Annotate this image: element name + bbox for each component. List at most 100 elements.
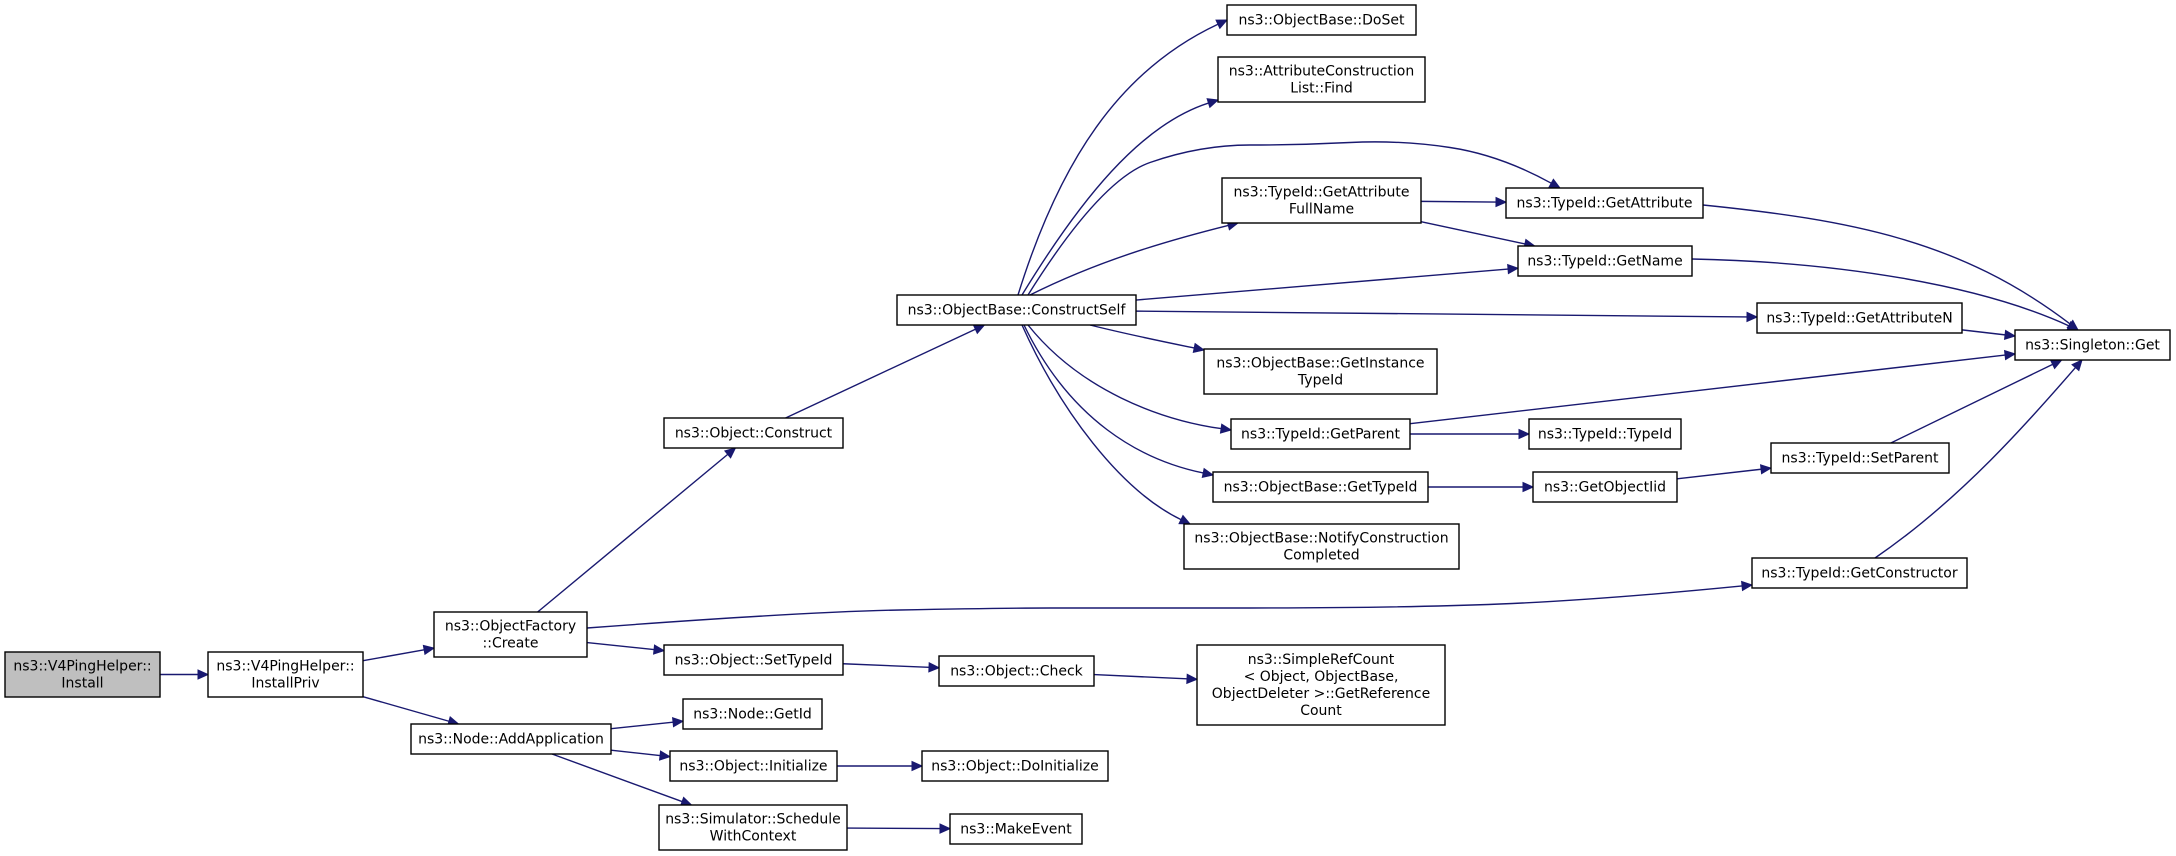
node-label: ns3::TypeId::GetName: [1527, 254, 1682, 270]
node-box-ofcreate[interactable]: [433, 611, 588, 658]
node-doinitialize[interactable]: ns3::Object::DoInitialize: [921, 750, 1109, 782]
node-label: ns3::MakeEvent: [960, 822, 1072, 838]
edge-constructself-to-notify: [1021, 324, 1192, 525]
node-getconstructor[interactable]: ns3::TypeId::GetConstructor: [1751, 557, 1968, 589]
edge-addapp-to-nodegetid: [610, 717, 685, 730]
node-box-doinitialize[interactable]: [921, 750, 1109, 782]
node-label: ns3::V4PingHelper::: [216, 659, 354, 675]
edge-line-constructself-to-gettypeid: [1023, 324, 1204, 474]
edge-getparent-to-singleton: [1409, 349, 2017, 425]
node-getobjectiid[interactable]: ns3::GetObjectIid: [1532, 471, 1678, 503]
edge-line-schedule-to-makeevent: [846, 827, 941, 830]
node-box-getobjectiid[interactable]: [1532, 471, 1678, 503]
node-box-typeidtypeid[interactable]: [1528, 418, 1682, 450]
node-addapp[interactable]: ns3::Node::AddApplication: [410, 723, 612, 755]
edge-line-constructself-to-getattribute: [1027, 141, 1552, 296]
arrowhead-getparent-to-typeidtypeid: [1518, 428, 1531, 440]
node-box-getconstructor[interactable]: [1751, 557, 1968, 589]
arrowhead-addapp-to-nodegetid: [672, 717, 685, 728]
node-box-check[interactable]: [938, 655, 1095, 687]
node-check[interactable]: ns3::Object::Check: [938, 655, 1095, 687]
edge-line-addapp-to-nodegetid: [610, 721, 674, 730]
node-box-makeevent[interactable]: [949, 813, 1083, 845]
node-simpleref[interactable]: ns3::SimpleRefCount< Object, ObjectBase,…: [1196, 644, 1446, 726]
node-box-simpleref[interactable]: [1196, 644, 1446, 726]
edge-settypeid-to-check: [842, 662, 941, 673]
node-box-getattribute[interactable]: [1505, 187, 1704, 219]
node-getattribute[interactable]: ns3::TypeId::GetAttribute: [1505, 187, 1704, 219]
node-box-notify[interactable]: [1183, 523, 1460, 570]
node-getname[interactable]: ns3::TypeId::GetName: [1517, 245, 1693, 277]
node-label: ObjectDeleter >::GetReference: [1212, 686, 1430, 702]
node-typeidtypeid[interactable]: ns3::TypeId::TypeId: [1528, 418, 1682, 450]
node-box-gettypeid[interactable]: [1212, 471, 1429, 503]
node-settypeid[interactable]: ns3::Object::SetTypeId: [663, 644, 844, 676]
node-box-installpriv[interactable]: [207, 651, 364, 698]
node-label: ns3::ObjectBase::NotifyConstruction: [1194, 531, 1448, 547]
node-box-constructself[interactable]: [896, 294, 1137, 326]
node-box-nodegetid[interactable]: [682, 698, 823, 730]
node-label: Count: [1300, 703, 1342, 719]
node-box-getparent[interactable]: [1230, 418, 1411, 450]
node-box-schedule[interactable]: [658, 804, 848, 851]
edge-line-constructself-to-getattrfull: [1029, 224, 1229, 296]
node-box-acfind[interactable]: [1217, 56, 1426, 103]
node-singleton[interactable]: ns3::Singleton::Get: [2014, 329, 2171, 361]
node-makeevent[interactable]: ns3::MakeEvent: [949, 813, 1083, 845]
node-label: ns3::ObjectFactory: [445, 619, 576, 635]
node-gettypeid[interactable]: ns3::ObjectBase::GetTypeId: [1212, 471, 1429, 503]
edge-line-constructself-to-notify: [1021, 324, 1182, 521]
node-construct[interactable]: ns3::Object::Construct: [663, 417, 844, 449]
node-doset[interactable]: ns3::ObjectBase::DoSet: [1226, 4, 1417, 36]
node-install[interactable]: ns3::V4PingHelper::Install: [4, 651, 161, 698]
edge-constructself-to-getparent: [1027, 324, 1233, 434]
arrowhead-constructself-to-gettypeid: [1201, 467, 1215, 479]
node-label: WithContext: [710, 829, 797, 845]
nodes-layer: ns3::V4PingHelper::Install ns3::V4PingHel…: [4, 4, 2171, 851]
edge-line-constructself-to-doset: [1017, 23, 1219, 296]
edge-constructself-to-gettypeid: [1023, 324, 1215, 479]
node-label: ns3::ObjectBase::GetTypeId: [1224, 480, 1418, 496]
node-installpriv[interactable]: ns3::V4PingHelper::InstallPriv: [207, 651, 364, 698]
node-label: ns3::ObjectBase::GetInstance: [1216, 356, 1424, 372]
node-setparent[interactable]: ns3::TypeId::SetParent: [1770, 442, 1950, 474]
arrowhead-addapp-to-initialize: [658, 750, 672, 761]
node-constructself[interactable]: ns3::ObjectBase::ConstructSelf: [896, 294, 1137, 326]
node-box-singleton[interactable]: [2014, 329, 2171, 361]
node-getattributen[interactable]: ns3::TypeId::GetAttributeN: [1756, 302, 1963, 334]
node-box-construct[interactable]: [663, 417, 844, 449]
edge-line-getattribute-to-singleton: [1702, 204, 2071, 325]
node-box-addapp[interactable]: [410, 723, 612, 755]
edge-line-constructself-to-getparent: [1027, 324, 1222, 430]
edge-line-constructself-to-getname: [1135, 268, 1509, 301]
node-initialize[interactable]: ns3::Object::Initialize: [669, 750, 838, 782]
arrowhead-constructself-to-getinstance: [1192, 342, 1206, 354]
edge-constructself-to-getinstance: [1089, 324, 1206, 354]
edge-line-ofcreate-to-getconstructor: [586, 585, 1743, 629]
node-box-doset[interactable]: [1226, 4, 1417, 36]
edge-installpriv-to-ofcreate: [362, 644, 436, 662]
node-getparent[interactable]: ns3::TypeId::GetParent: [1230, 418, 1411, 450]
node-box-setparent[interactable]: [1770, 442, 1950, 474]
node-box-getattrfull[interactable]: [1221, 177, 1422, 224]
edge-line-installpriv-to-ofcreate: [362, 649, 425, 662]
node-notify[interactable]: ns3::ObjectBase::NotifyConstructionCompl…: [1183, 523, 1460, 570]
node-ofcreate[interactable]: ns3::ObjectFactory::Create: [433, 611, 588, 658]
node-box-getinstance[interactable]: [1203, 348, 1438, 395]
edge-line-getparent-to-singleton: [1409, 354, 2006, 425]
node-box-initialize[interactable]: [669, 750, 838, 782]
edge-line-addapp-to-initialize: [610, 749, 661, 757]
node-box-getname[interactable]: [1517, 245, 1693, 277]
node-label: ns3::ObjectBase::ConstructSelf: [908, 303, 1127, 319]
node-nodegetid[interactable]: ns3::Node::GetId: [682, 698, 823, 730]
node-box-settypeid[interactable]: [663, 644, 844, 676]
node-box-getattributen[interactable]: [1756, 302, 1963, 334]
node-box-install[interactable]: [4, 651, 161, 698]
edge-initialize-to-doinitialize: [837, 760, 924, 772]
node-label: ns3::TypeId::GetParent: [1241, 427, 1400, 443]
edge-gettypeid-to-getobjectiid: [1428, 481, 1535, 493]
